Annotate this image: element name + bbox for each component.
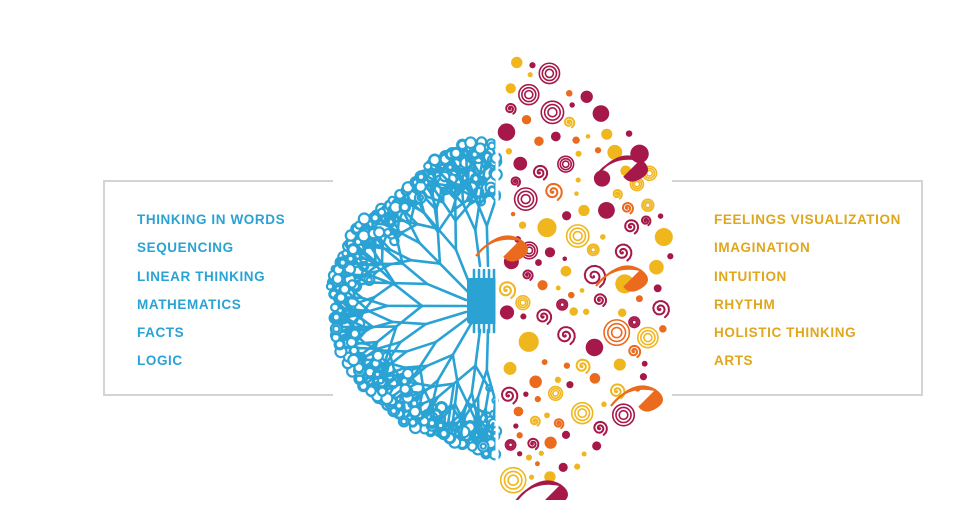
chip-icon — [467, 278, 497, 324]
circuit-brain-half-icon — [325, 60, 503, 492]
left-traits-frame — [103, 180, 333, 396]
right-trait-imagination: IMAGINATION — [714, 240, 811, 256]
left-trait-linear-thinking: LINEAR THINKING — [137, 268, 266, 284]
left-brain-traits-list: THINKING IN WORDS SEQUENCING LINEAR THIN… — [137, 210, 285, 380]
left-trait-mathematics: MATHEMATICS — [137, 296, 242, 312]
right-trait-intuition: INTUITION — [714, 268, 787, 284]
right-trait-rhythm: RHYTHM — [714, 296, 776, 312]
right-trait-arts: ARTS — [714, 353, 754, 369]
right-trait-feelings-visualization: FEELINGS VISUALIZATION — [714, 212, 901, 227]
right-brain-traits-list: FEELINGS VISUALIZATION IMAGINATION INTUI… — [714, 210, 901, 380]
swirl-brain-half-icon — [475, 56, 674, 500]
left-trait-logic: LOGIC — [137, 353, 183, 369]
left-trait-facts: FACTS — [137, 325, 185, 341]
right-trait-holistic-thinking: HOLISTIC THINKING — [714, 325, 857, 341]
right-traits-frame — [672, 180, 923, 396]
left-trait-sequencing: SEQUENCING — [137, 240, 234, 256]
left-trait-thinking-in-words: THINKING IN WORDS — [137, 212, 286, 227]
brain-illustration — [325, 56, 674, 500]
